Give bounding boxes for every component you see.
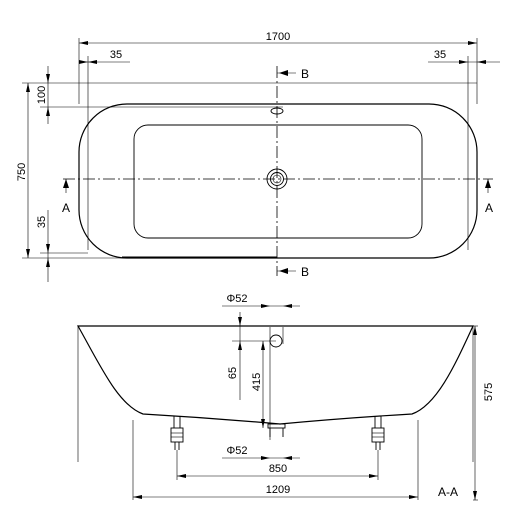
section-marker-right-label: A: [485, 201, 493, 215]
plan-overflow: [270, 107, 284, 115]
bottom-rim-label: 35: [36, 216, 48, 228]
dimension-feet-spacing: 850: [177, 463, 378, 478]
view-marker-bottom-label: B: [301, 265, 309, 279]
dimension-overall-width: 1700: [78, 31, 478, 104]
overflow-diameter-label: Φ52: [226, 293, 247, 305]
top-rim-label: 100: [36, 86, 48, 104]
dimension-top-rim: 100: [36, 66, 50, 124]
foot-right: [371, 416, 385, 450]
section-marker-right: A: [485, 179, 493, 215]
tub-inner-basin: [133, 124, 423, 239]
dimension-side-offset-left: 35: [79, 49, 130, 250]
dimension-base-width: 1209: [133, 484, 418, 499]
section-title: A-A: [438, 485, 458, 499]
side-offset-right-label: 35: [434, 49, 446, 61]
dimension-overall-depth: 750: [16, 83, 30, 258]
base-width-label: 1209: [266, 484, 290, 496]
section-drain: [267, 423, 286, 437]
total-height-label: 575: [483, 383, 495, 401]
overall-depth-label: 750: [16, 163, 28, 181]
dimension-drain-diameter: Φ52: [222, 445, 300, 460]
feet-spacing-label: 850: [269, 463, 287, 475]
view-marker-top-label: B: [301, 67, 309, 81]
section-view: Φ52 65 415 575: [76, 293, 495, 501]
section-marker-left-label: A: [62, 201, 70, 215]
drain-diameter-label: Φ52: [226, 445, 247, 457]
plan-drain: [266, 168, 288, 190]
plan-view: 1700 35 35 750: [16, 31, 500, 282]
view-marker-top: B: [277, 67, 309, 81]
foot-left: [170, 416, 184, 450]
overflow-offset-label: 65: [227, 367, 239, 379]
section-marker-left: A: [62, 179, 70, 215]
dimension-overflow-offset: 65: [227, 312, 242, 400]
dimension-side-offset-right: 35: [428, 49, 500, 250]
view-marker-bottom: B: [277, 265, 309, 279]
dimension-overflow-height: 415: [251, 341, 265, 428]
dimension-overflow-diameter: Φ52: [222, 293, 300, 308]
overall-width-label: 1700: [266, 31, 290, 43]
overflow-height-label: 415: [251, 373, 263, 391]
dimension-total-height: 575: [473, 325, 495, 501]
dimension-bottom-rim: 35: [36, 210, 50, 282]
side-offset-left-label: 35: [110, 49, 122, 61]
